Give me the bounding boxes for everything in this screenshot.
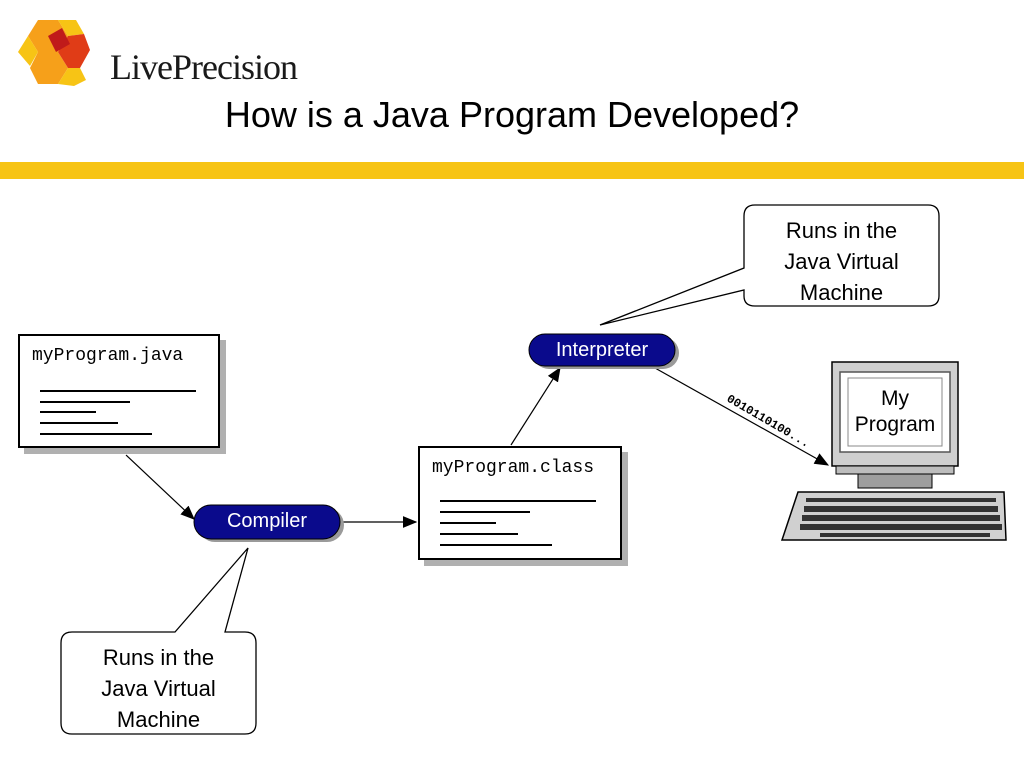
callout-bottom-line-3: Machine	[116, 707, 201, 732]
text-line	[40, 411, 96, 413]
screen-line-2: Program	[854, 413, 936, 436]
arrow-java-to-compiler	[125, 454, 195, 520]
class-file-name: myProgram.class	[432, 458, 595, 478]
callout-bottom-text: Runs in the Java Virtual Machine	[61, 642, 256, 735]
class-file-document: myProgram.class	[418, 446, 622, 560]
callout-top-text: Runs in the Java Virtual Machine	[744, 215, 939, 308]
text-line	[440, 511, 530, 513]
callout-bottom-bubble	[60, 547, 257, 735]
computer-icon	[780, 361, 1007, 541]
text-line	[440, 533, 518, 535]
text-line	[440, 544, 552, 546]
screen-line-1: My	[881, 387, 909, 410]
callout-bottom-line-2: Java Virtual	[101, 676, 216, 701]
source-file-document: myProgram.java	[18, 334, 220, 448]
interpreter-pill	[528, 333, 676, 367]
computer-screen-text: My Program	[848, 386, 942, 438]
interpreter-label: Interpreter	[555, 339, 649, 361]
slide-title: How is a Java Program Developed?	[224, 94, 800, 135]
callout-top-bubble	[599, 204, 940, 326]
text-line	[40, 422, 118, 424]
source-file-name: myProgram.java	[32, 346, 184, 366]
callout-top-line-2: Java Virtual	[784, 249, 899, 274]
text-line	[40, 433, 152, 435]
arrow-class-to-interpreter	[510, 366, 561, 446]
callout-top-line-1: Runs in the	[785, 218, 898, 243]
text-line	[40, 401, 130, 403]
text-line	[440, 522, 496, 524]
text-line	[40, 390, 196, 392]
arrow-interpreter-to-computer	[654, 367, 830, 466]
logo-mark-icon	[18, 20, 90, 86]
compiler-pill	[193, 504, 341, 540]
callout-top-line-3: Machine	[799, 280, 884, 305]
brand-name: LivePrecision	[110, 47, 298, 87]
text-line	[440, 500, 596, 502]
callout-bottom-line-1: Runs in the	[102, 645, 215, 670]
liveprecision-logo: LivePrecision	[18, 16, 308, 88]
accent-bar	[0, 162, 1024, 179]
compiler-label: Compiler	[226, 510, 308, 532]
